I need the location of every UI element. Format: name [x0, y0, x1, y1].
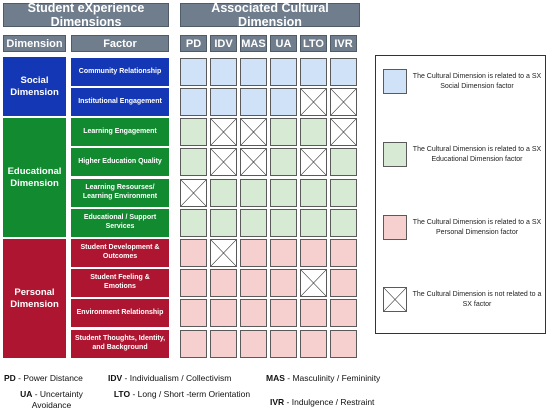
factor-educational-3: Educational / Support Services [71, 209, 169, 237]
not-related-cell [240, 148, 267, 176]
legend-text-educational: The Cultural Dimension is related to a S… [412, 146, 542, 163]
related-cell [210, 269, 237, 297]
related-cell [180, 118, 207, 146]
not-related-cell [300, 269, 327, 297]
dimension-social: Social Dimension [3, 57, 66, 116]
dimension-column-header: Dimension [3, 35, 66, 52]
not-related-cell [210, 148, 237, 176]
not-related-cell [240, 118, 267, 146]
abbr-idv: IDV - Individualism / Collectivism [108, 373, 232, 383]
not-related-cell [210, 118, 237, 146]
related-cell [330, 209, 357, 237]
related-cell [240, 330, 267, 358]
related-cell [180, 209, 207, 237]
legend-swatch-educational [383, 142, 407, 167]
sx-dimensions-header: Student eXperience Dimensions [3, 1, 169, 29]
related-cell [330, 330, 357, 358]
related-cell [180, 269, 207, 297]
related-cell [300, 118, 327, 146]
related-cell [330, 58, 357, 86]
related-cell [270, 88, 297, 116]
legend-swatch-none [383, 287, 407, 312]
column-header-ivr: IVR [330, 35, 357, 52]
factor-educational-0: Learning Engagement [71, 118, 169, 146]
abbr-ivr: IVR - Indulgence / Restraint [270, 397, 375, 407]
column-header-idv: IDV [210, 35, 237, 52]
factor-social-0: Community Relationship [71, 58, 169, 86]
related-cell [270, 148, 297, 176]
related-cell [300, 179, 327, 207]
related-cell [270, 209, 297, 237]
abbr-mas: MAS - Masculinity / Femininity [266, 373, 381, 383]
related-cell [270, 118, 297, 146]
related-cell [300, 330, 327, 358]
factor-social-1: Institutional Engagement [71, 88, 169, 116]
related-cell [240, 179, 267, 207]
legend-text-none: The Cultural Dimension is not related to… [412, 291, 542, 308]
related-cell [240, 88, 267, 116]
legend-text-personal: The Cultural Dimension is related to a S… [412, 219, 542, 236]
legend-text-social: The Cultural Dimension is related to a S… [412, 73, 542, 90]
legend-swatch-social [383, 69, 407, 94]
legend-swatch-personal [383, 215, 407, 240]
abbr-pd: PD - Power Distance [4, 373, 83, 383]
not-related-cell [300, 148, 327, 176]
related-cell [240, 299, 267, 327]
related-cell [240, 269, 267, 297]
abbr-ua: UA - Uncertainty Avoidance [20, 389, 83, 410]
not-related-cell [330, 88, 357, 116]
cultural-dimension-header: Associated Cultural Dimension [180, 1, 360, 29]
related-cell [300, 299, 327, 327]
not-related-cell [300, 88, 327, 116]
related-cell [180, 58, 207, 86]
related-cell [180, 88, 207, 116]
dimension-educational: Educational Dimension [3, 118, 66, 237]
legend-panel [375, 55, 546, 334]
column-header-pd: PD [180, 35, 207, 52]
not-related-cell [180, 179, 207, 207]
related-cell [180, 330, 207, 358]
related-cell [330, 239, 357, 267]
related-cell [240, 209, 267, 237]
factor-personal-2: Environment Relationship [71, 299, 169, 327]
not-related-cell [210, 239, 237, 267]
related-cell [240, 239, 267, 267]
factor-educational-2: Learning Resourses/ Learning Environment [71, 179, 169, 207]
related-cell [210, 209, 237, 237]
factor-personal-3: Student Thoughts, Identity, and Backgrou… [71, 330, 169, 358]
factor-personal-1: Student Feeling & Emotions [71, 269, 169, 297]
related-cell [300, 239, 327, 267]
related-cell [180, 299, 207, 327]
factor-personal-0: Student Development & Outcomes [71, 239, 169, 267]
related-cell [270, 239, 297, 267]
related-cell [270, 299, 297, 327]
related-cell [270, 330, 297, 358]
related-cell [210, 88, 237, 116]
column-header-mas: MAS [240, 35, 267, 52]
related-cell [210, 179, 237, 207]
abbr-lto: LTO - Long / Short -term Orientation [113, 389, 251, 399]
related-cell [240, 58, 267, 86]
related-cell [300, 209, 327, 237]
related-cell [330, 299, 357, 327]
related-cell [330, 148, 357, 176]
column-header-ua: UA [270, 35, 297, 52]
related-cell [210, 58, 237, 86]
dimension-personal: Personal Dimension [3, 239, 66, 358]
related-cell [330, 269, 357, 297]
related-cell [180, 239, 207, 267]
related-cell [270, 179, 297, 207]
not-related-cell [330, 118, 357, 146]
related-cell [330, 179, 357, 207]
related-cell [210, 299, 237, 327]
related-cell [300, 58, 327, 86]
related-cell [270, 269, 297, 297]
column-header-lto: LTO [300, 35, 327, 52]
related-cell [270, 58, 297, 86]
related-cell [210, 330, 237, 358]
factor-educational-1: Higher Education Quality [71, 148, 169, 176]
factor-column-header: Factor [71, 35, 169, 52]
related-cell [180, 148, 207, 176]
